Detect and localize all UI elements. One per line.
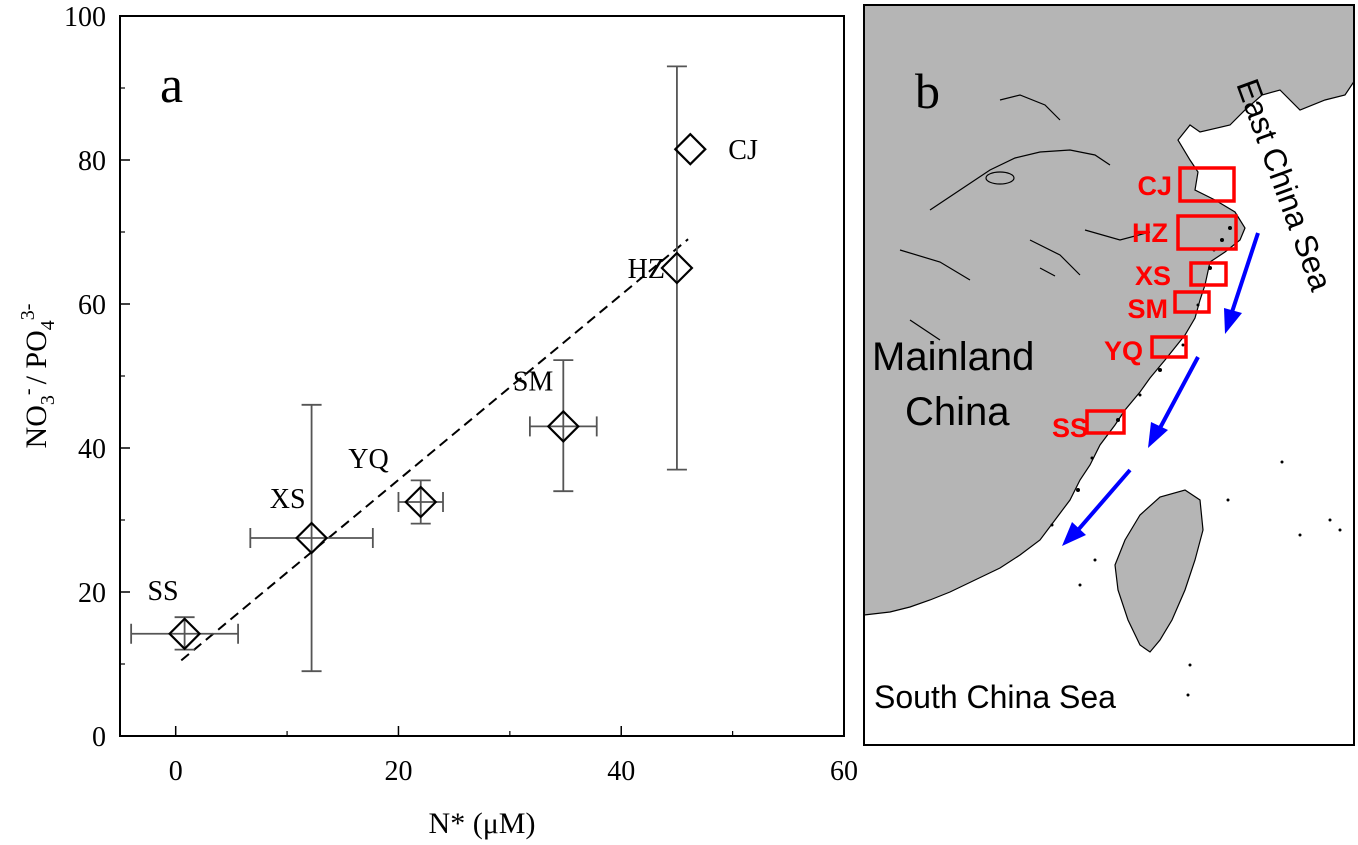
map-frame xyxy=(863,4,1355,746)
panel-a-chart: a 0 20 40 60 0 20 40 60 80 100 SS XS YQ SM HZ CJ N* (μ… xyxy=(17,2,858,840)
taiwan-island xyxy=(1114,489,1204,653)
site-label-cj: CJ xyxy=(1137,171,1172,201)
y-tick-label: 20 xyxy=(78,578,106,609)
y-axis-label: NO3-/ PO43- xyxy=(17,304,59,449)
y-tick-label: 80 xyxy=(78,146,106,177)
site-boxes xyxy=(1085,166,1238,435)
point-label: HZ xyxy=(628,254,665,285)
mainland-label-line1: Mainland xyxy=(872,335,1034,379)
current-arrows xyxy=(1062,232,1260,546)
y-label-po: / PO xyxy=(20,330,53,384)
x-tick-label: 0 xyxy=(169,756,183,787)
site-label-sm: SM xyxy=(1128,294,1169,324)
tick-labels: 0 20 40 60 0 20 40 60 80 100 xyxy=(64,2,858,787)
panel-letter-a: a xyxy=(160,57,183,114)
site-box-hz xyxy=(1176,214,1238,251)
axis-ticks xyxy=(120,15,845,737)
current-arrow-3 xyxy=(1076,468,1132,532)
x-tick-label: 40 xyxy=(607,756,635,787)
site-labels: CJ HZ XS SM YQ SS xyxy=(1052,171,1172,443)
diamond-marker xyxy=(546,409,580,443)
data-point-ss: SS xyxy=(130,576,239,651)
fit-line xyxy=(180,238,689,662)
point-label: XS xyxy=(270,484,306,515)
islands-speckles xyxy=(1050,226,1342,697)
diamond-marker xyxy=(660,251,694,285)
point-label: SS xyxy=(147,576,178,607)
diamond-marker xyxy=(404,485,438,519)
data-point-hz: HZ xyxy=(628,65,694,471)
diamond-marker xyxy=(168,617,202,651)
diamond-marker xyxy=(673,132,707,166)
y-label-sup1: - xyxy=(17,388,39,395)
y-tick-label: 40 xyxy=(78,434,106,465)
y-label-sub1: 3 xyxy=(37,395,59,405)
data-point-cj: CJ xyxy=(673,132,758,166)
point-label: CJ xyxy=(728,135,758,166)
x-axis-label: N* (μM) xyxy=(429,807,536,840)
site-box-ss xyxy=(1085,409,1126,435)
site-label-xs: XS xyxy=(1135,261,1171,291)
site-label-ss: SS xyxy=(1052,413,1088,443)
current-arrow-1 xyxy=(1230,232,1260,313)
site-box-cj xyxy=(1178,166,1236,203)
south-china-sea-label: South China Sea xyxy=(874,679,1116,715)
data-point-yq: YQ xyxy=(348,444,444,525)
site-label-hz: HZ xyxy=(1132,218,1168,248)
site-label-yq: YQ xyxy=(1104,336,1143,366)
data-point-sm: SM xyxy=(513,359,598,493)
panel-b-map: b CJ HZ XS SM YQ SS Mainland China xyxy=(863,4,1355,746)
mainland-label-line2: China xyxy=(905,390,1010,434)
trend-line xyxy=(180,238,689,662)
plot-frame xyxy=(119,15,845,737)
y-tick-label: 0 xyxy=(92,722,106,753)
y-tick-label: 60 xyxy=(78,290,106,321)
y-tick-label: 100 xyxy=(64,2,106,33)
diamond-marker xyxy=(295,521,329,555)
site-box-sm xyxy=(1173,290,1211,314)
x-tick-label: 60 xyxy=(830,756,858,787)
point-label: SM xyxy=(513,366,554,397)
x-tick-label: 20 xyxy=(384,756,412,787)
point-label: YQ xyxy=(348,444,388,475)
y-label-sup2: 3- xyxy=(17,304,39,321)
inland-waters xyxy=(899,94,1151,341)
y-label-no: NO xyxy=(20,405,53,448)
data-point-xs: XS xyxy=(249,403,374,673)
data-points: SS XS YQ SM HZ CJ xyxy=(130,65,758,673)
site-box-xs xyxy=(1189,261,1228,287)
current-arrow-2 xyxy=(1158,356,1200,429)
site-box-yq xyxy=(1150,335,1188,359)
y-label-sub2: 4 xyxy=(37,320,59,330)
panel-letter-b: b xyxy=(915,63,940,119)
